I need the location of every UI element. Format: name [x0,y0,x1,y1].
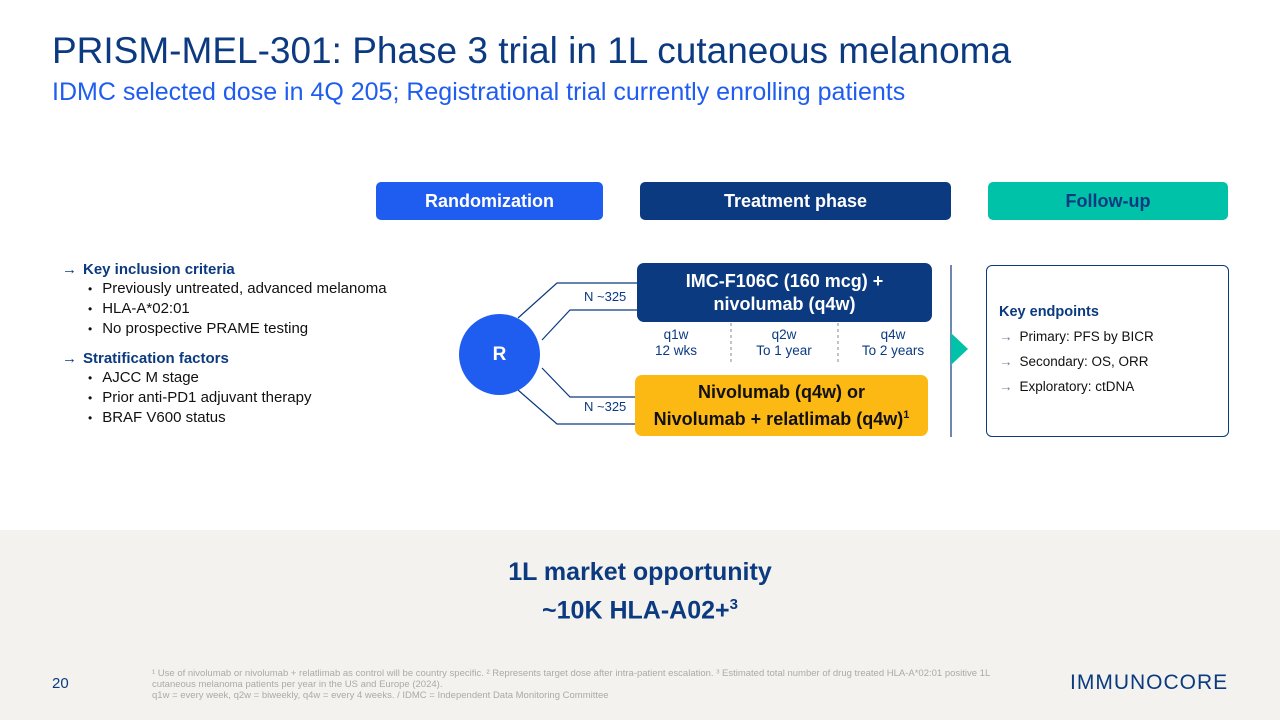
arm-control: Nivolumab (q4w) or Nivolumab + relatlimab… [635,375,928,436]
sched-dur: 12 wks [654,343,698,358]
sched-freq: q1w [663,327,689,342]
strat-title: Stratification factors [83,350,229,367]
chevron-right-icon [951,333,968,365]
market-band [0,530,1280,720]
arm1-n: N ~325 [584,289,627,304]
immunocore-logo: IMMUNOCORE [1070,671,1229,694]
arm-line: Nivolumab (q4w) or [697,381,865,402]
page-subtitle: IDMC selected dose in 4Q 205; Registrati… [52,78,906,106]
endpoints-box: Key endpoints → Primary: PFS by BICR → Sec… [986,265,1229,437]
arrow-icon: → [62,261,77,278]
inclusion-criteria: → Key inclusion criteria Previously untre… [62,260,387,339]
arrow-icon: → [999,379,1013,394]
inclusion-title: Key inclusion criteria [83,261,235,278]
market-value: ~10K HLA-A02+3 [0,596,1280,625]
list-item: HLA-A*02:01 [88,299,387,319]
arrow-icon: → [999,329,1013,344]
footnote: q1w = every week, q2w = biweekly, q4w = … [152,690,609,701]
arm-line: IMC-F106C (160 mcg) + [685,270,884,291]
footnote-ref: 1 [903,408,910,421]
list-item: AJCC M stage [88,368,311,388]
arm-experimental: IMC-F106C (160 mcg) +nivolumab (q4w) [637,263,932,322]
phase-followup: Follow-up [988,182,1228,220]
arrow-icon: → [999,354,1013,369]
arrow-icon: → [62,350,77,367]
market-title: 1L market opportunity [508,558,772,586]
phase-randomization: Randomization [376,182,603,220]
market-value-text: ~10K HLA-A02+ [542,596,730,625]
endpoint-item: Exploratory: ctDNA [1019,379,1135,394]
sched-freq: q4w [880,327,906,342]
page-title: PRISM-MEL-301: Phase 3 trial in 1L cutan… [52,30,1012,71]
endpoint-item: Secondary: OS, ORR [1019,354,1149,369]
endpoint-item: Primary: PFS by BICR [1019,329,1154,344]
page-number: 20 [52,675,69,692]
list-item: BRAF V600 status [88,408,311,428]
footnotes: ¹ Use of nivolumab or nivolumab + relatl… [152,668,1002,701]
sched-dur: To 1 year [756,343,812,358]
sched-freq: q2w [771,327,797,342]
footnote-ref: 3 [729,596,738,613]
endpoints-title: Key endpoints [999,304,1099,320]
sched-dur: To 2 years [861,343,925,358]
arm-line: Nivolumab + relatlimab (q4w) [653,408,904,429]
stratification-factors: → Stratification factors AJCC M stage Pri… [62,349,311,428]
list-item: No prospective PRAME testing [88,319,387,339]
footnote: ¹ Use of nivolumab or nivolumab + relatl… [152,668,990,690]
arm-line: nivolumab (q4w) [713,293,856,314]
randomization-circle: R [459,314,540,395]
phase-treatment: Treatment phase [640,182,951,220]
arm2-n: N ~325 [584,399,627,414]
list-item: Previously untreated, advanced melanoma [88,279,386,299]
list-item: Prior anti-PD1 adjuvant therapy [88,388,311,408]
